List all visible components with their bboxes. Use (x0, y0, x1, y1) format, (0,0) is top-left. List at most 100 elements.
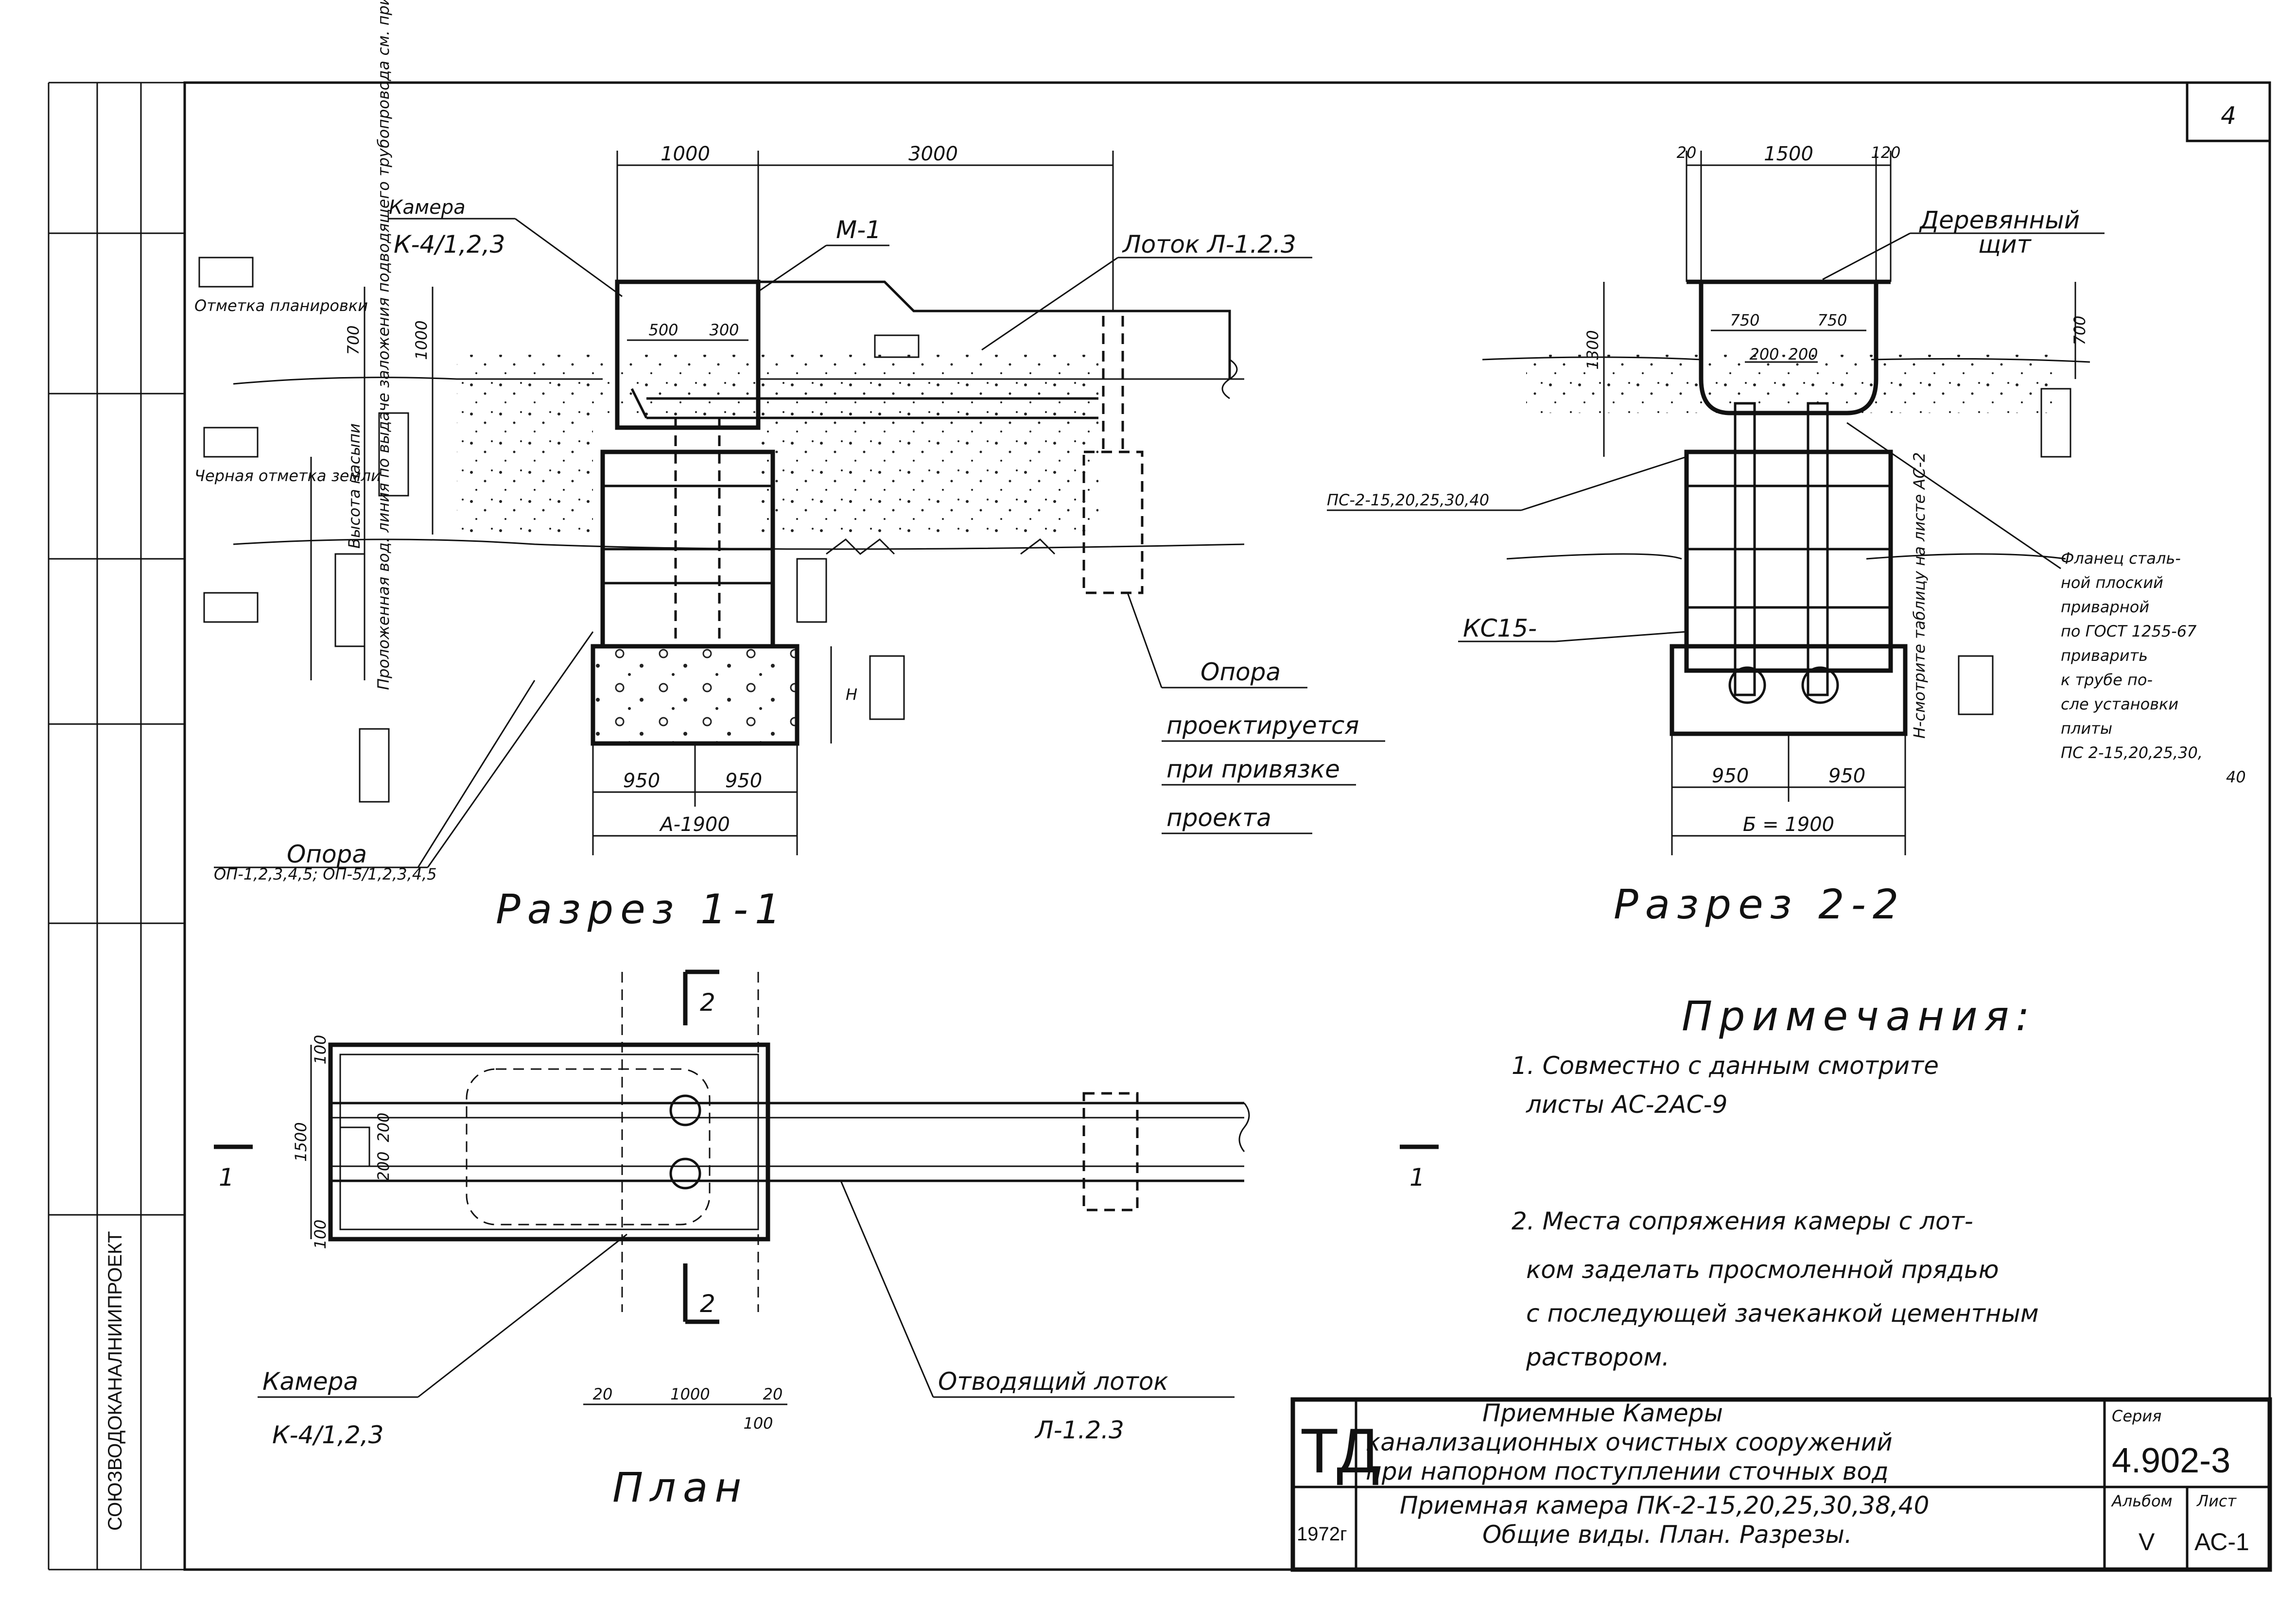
svg-text:1000: 1000 (661, 143, 710, 165)
base-slab (591, 644, 800, 746)
label-support-base: Опора (287, 840, 367, 868)
chamber-top-wall (615, 279, 761, 430)
section-2-2: 20 1500 120 750 750 200 200 1300 700 950… (1327, 143, 2246, 928)
organization-vertical: СОЮЗВОДОКАНАЛНИИПРОЕКТ (104, 1231, 126, 1531)
notes: Примечания: 1. Совместно с данным смотри… (1512, 992, 2039, 1371)
soil-fill-lower (758, 418, 1098, 535)
base-slab-2 (1670, 644, 1908, 736)
label-support-design: Опора (1200, 658, 1281, 686)
svg-text:20: 20 (763, 1385, 783, 1403)
series-label: Серия (2112, 1407, 2161, 1425)
svg-text:плиты: плиты (2061, 719, 2112, 738)
svg-text:проекта: проекта (1166, 804, 1271, 832)
svg-text:Б = 1900: Б = 1900 (1743, 813, 1834, 836)
svg-text:750: 750 (1817, 311, 1847, 329)
svg-text:щит: щит (1978, 230, 2032, 259)
svg-text:100: 100 (311, 1219, 330, 1249)
title-line-1: Приемные Камеры (1482, 1399, 1723, 1427)
svg-text:при привязке: при привязке (1166, 755, 1340, 783)
svg-text:1: 1 (219, 1163, 234, 1192)
sheet-value: АС-1 (2194, 1528, 2249, 1555)
chamber-section-vessel (1699, 279, 1879, 415)
notes-heading: Примечания: (1682, 992, 2036, 1040)
soil-fill-left (457, 418, 593, 535)
svg-text:200: 200 (1788, 345, 1818, 363)
left-revision-strip: СОЮЗВОДОКАНАЛНИИПРОЕКТ (49, 83, 185, 1570)
subtitle-line-2: Общие виды. План. Разрезы. (1482, 1521, 1852, 1549)
flange-note: Фланец сталь- ной плоский приварной по Г… (1846, 422, 2246, 786)
svg-text:20: 20 (593, 1385, 613, 1403)
svg-text:300: 300 (709, 321, 739, 339)
sheet-number-box: 4 (2186, 81, 2271, 142)
svg-text:приварной: приварной (2061, 598, 2149, 616)
label-black-mark: Черная отметка земли (194, 467, 381, 485)
title-section-1-1: Разрез 1-1 (496, 885, 787, 933)
svg-text:А-1900: А-1900 (659, 813, 730, 836)
svg-text:100: 100 (311, 1035, 330, 1064)
note-line-1: 1. Совместно с данным смотрите (1512, 1052, 1939, 1080)
note-line-4: ком заделать просмоленной прядью (1526, 1256, 1999, 1284)
section-1-1: 1000 3000 500 300 700 1000 Высота насыпи… (194, 0, 1385, 933)
svg-text:2: 2 (700, 1290, 715, 1318)
svg-text:2: 2 (700, 988, 715, 1017)
ground-line (233, 377, 1244, 385)
plan-chamber-outline (328, 1042, 770, 1242)
plan-view: 2 2 1 1 1500 100 100 200 200 20 1000 20 … (214, 969, 1439, 1511)
svg-text:ной плоский: ной плоский (2061, 573, 2163, 592)
svg-text:950: 950 (1828, 765, 1865, 787)
svg-text:Высота насыпи: Высота насыпи (345, 423, 364, 549)
svg-text:750: 750 (1730, 311, 1759, 329)
series-value: 4.902-3 (2112, 1441, 2230, 1480)
svg-text:сле установки: сле установки (2061, 695, 2178, 713)
label-pipe-note: Проложенная вод. линия по выдаче заложен… (374, 0, 393, 690)
note-line-5: с последующей зачеканкой цементным (1526, 1299, 2039, 1328)
svg-text:3000: 3000 (908, 143, 958, 165)
note-line-2: листы АС-2АС-9 (1526, 1090, 1727, 1119)
svg-text:100: 100 (743, 1414, 773, 1433)
label-chamber-mark: К-4/1,2,3 (394, 230, 505, 259)
plan-label-chamber-mark: К-4/1,2,3 (272, 1421, 383, 1449)
svg-text:200: 200 (1749, 345, 1779, 363)
tray-support (1082, 450, 1144, 594)
title-plan: План (612, 1464, 748, 1511)
svg-text:1500: 1500 (292, 1122, 310, 1161)
natural-ground-line (233, 538, 1245, 550)
sheet-label: Лист (2196, 1492, 2237, 1510)
svg-text:Фланец сталь-: Фланец сталь- (2061, 549, 2181, 568)
svg-text:200: 200 (374, 1151, 393, 1181)
label-tray: Лоток Л-1.2.3 (1122, 230, 1296, 259)
frame (48, 81, 2271, 1571)
svg-text:к трубе по-: к трубе по- (2061, 671, 2153, 689)
svg-text:1000: 1000 (670, 1385, 710, 1403)
svg-text:200: 200 (374, 1112, 393, 1142)
plan-label-tray-mark: Л-1.2.3 (1034, 1416, 1124, 1444)
svg-text:950: 950 (623, 770, 660, 792)
title-line-2: канализационных очистных сооружений (1366, 1428, 1893, 1456)
svg-text:1000: 1000 (412, 320, 431, 360)
soil-fill-upper (457, 355, 1098, 418)
svg-text:проектируется: проектируется (1166, 711, 1359, 740)
embankment (758, 280, 1231, 379)
album-label: Альбом (2111, 1492, 2173, 1510)
svg-text:500: 500 (648, 321, 678, 339)
svg-text:120: 120 (1871, 143, 1900, 162)
label-m1: М-1 (836, 216, 881, 244)
label-hh-note: Н-смотрите таблицу на листе АС-2 (1910, 452, 1929, 739)
svg-text:приварить: приварить (2061, 646, 2148, 665)
subtitle-line-1: Приемная камера ПК-2-15,20,25,30,38,40 (1400, 1491, 1929, 1520)
album-value: V (2139, 1528, 2155, 1555)
label-chamber: Камера (389, 196, 466, 219)
title-block: ТД 1972г Приемные Камеры канализационных… (1290, 1397, 2272, 1572)
label-shield: Деревянный (1919, 206, 2080, 234)
title-block-logo: ТД (1300, 1415, 1379, 1486)
label-ground-mark: Отметка планировки (194, 296, 368, 315)
svg-text:950: 950 (725, 770, 762, 792)
svg-text:Н: Н (846, 685, 857, 704)
title-section-2-2: Разрез 2-2 (1614, 881, 1905, 928)
svg-text:1500: 1500 (1764, 143, 1813, 165)
svg-text:по ГОСТ 1255-67: по ГОСТ 1255-67 (2061, 622, 2197, 640)
label-kc: КС15- (1463, 614, 1537, 642)
plan-label-chamber: Камера (262, 1367, 358, 1396)
svg-text:1: 1 (1409, 1163, 1425, 1192)
